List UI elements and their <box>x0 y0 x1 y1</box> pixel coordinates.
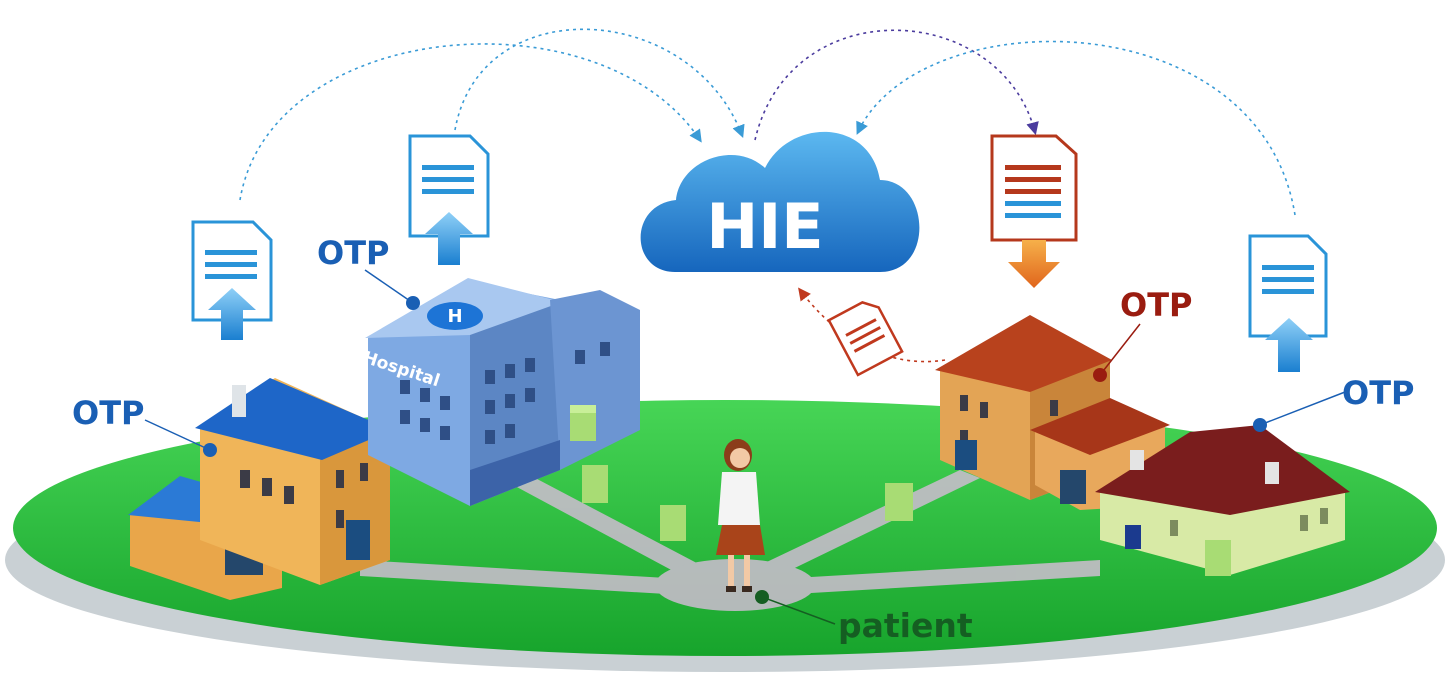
leader-dots <box>203 296 1267 604</box>
patient-label: patient <box>838 606 973 645</box>
otp-label-far-right: OTP <box>1342 374 1414 412</box>
otp-label-hospital: OTP <box>317 234 389 272</box>
doc-in-transit <box>827 301 904 377</box>
arc-left-house <box>239 43 702 201</box>
svg-text:H: H <box>447 306 462 327</box>
hie-label: HIE <box>706 190 823 263</box>
paths <box>360 470 1100 611</box>
doc-upload-left <box>191 220 273 340</box>
otp-label-right: OTP <box>1120 286 1192 324</box>
arc-hie-to-right <box>754 29 1039 141</box>
flow-arcs <box>239 28 1296 363</box>
hie-cloud <box>640 131 920 272</box>
far-right-house <box>1095 425 1350 575</box>
left-house <box>128 378 392 600</box>
leaders <box>144 269 1346 625</box>
doc-upload-far-right <box>1248 234 1328 372</box>
hospital-building: H Hospital <box>360 278 640 506</box>
otp-label-left: OTP <box>72 394 144 432</box>
doc-upload-hospital <box>408 134 490 265</box>
doc-download-right <box>990 134 1078 288</box>
trees <box>570 405 1231 576</box>
patient-figure <box>716 439 765 592</box>
arc-red-return <box>798 287 946 363</box>
arc-far-right <box>856 40 1296 216</box>
arc-hospital <box>454 28 745 138</box>
